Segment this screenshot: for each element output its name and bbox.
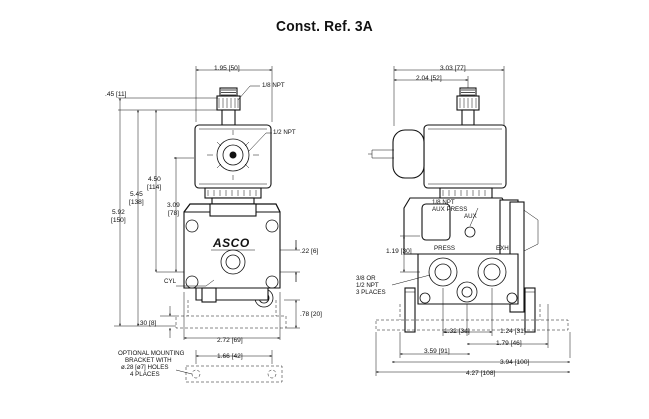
label-npt12: 1/2 NPT	[273, 129, 296, 136]
bracket-note-1: OPTIONAL MOUNTING	[118, 350, 185, 357]
side-view: 3.03 [77] 2.04 [52] 1/8 NPT AUX PRESS AU…	[356, 65, 571, 377]
dim-359: 3.59 [91]	[424, 348, 450, 355]
dim-045: .45 [11]	[105, 91, 127, 98]
bonnet	[204, 187, 262, 205]
dim-124: 1.24 [31]	[500, 328, 526, 335]
bracket-note-4: 4 PLACES	[130, 371, 160, 378]
side-coil	[368, 124, 507, 189]
dim-272: 2.72 [69]	[217, 337, 243, 344]
dim-179: 1.79 [46]	[496, 340, 522, 347]
label-exh: EXH	[496, 245, 509, 252]
dim-450-mm: [114]	[147, 184, 161, 191]
valve-body: ASCO	[183, 203, 281, 308]
side-valve-body	[403, 197, 539, 333]
bracket-note-2: BRACKET WITH	[125, 357, 172, 364]
dim-309: 3.09	[167, 202, 180, 209]
dim-450: 4.50	[148, 176, 161, 183]
dim-030: .30 [8]	[138, 320, 156, 327]
label-aux-2: AUX PRESS	[432, 206, 467, 213]
side-dimensions: 3.03 [77] 2.04 [52] 1/8 NPT AUX PRESS AU…	[356, 65, 571, 377]
dim-078: .78 [20]	[300, 311, 322, 318]
dim-427: 4.27 [108]	[466, 370, 495, 377]
front-dimensions: 1.95 [50] 1/8 NPT 1/2 NPT .45 [11] 4.50	[105, 65, 322, 383]
drawing-title: Const. Ref. 3A	[276, 18, 373, 35]
label-ports-3: 3 PLACES	[356, 289, 386, 296]
dim-303: 3.03 [77]	[440, 65, 466, 72]
label-aux-1: 1/8 NPT	[432, 199, 455, 206]
side-bracket	[375, 304, 569, 331]
dim-545-mm: [138]	[129, 199, 144, 206]
label-ports-2: 1/2 NPT	[356, 282, 379, 289]
dim-394: 3.94 [100]	[500, 359, 529, 366]
label-aux: AUX	[464, 213, 477, 220]
dim-166: 1.66 [42]	[217, 353, 243, 360]
dim-309-mm: [78]	[168, 210, 179, 217]
label-press: PRESS	[434, 245, 455, 252]
dim-592: 5.92	[112, 209, 125, 216]
coil-housing	[194, 124, 272, 189]
side-bonnet	[439, 187, 493, 199]
bracket-note-3: ø.28 [ø7] HOLES	[121, 364, 168, 371]
dim-119: 1.19 [30]	[386, 248, 412, 255]
aux-fitting	[216, 87, 241, 126]
dim-592-mm: [150]	[111, 217, 126, 224]
label-cyl: CYL	[164, 278, 177, 285]
mounting-bracket	[175, 300, 287, 329]
dim-022: .22 [6]	[300, 248, 318, 255]
dim-545: 5.45	[130, 191, 143, 198]
side-aux-fitting	[456, 87, 480, 126]
label-ports-1: 3/8 OR	[356, 275, 376, 282]
dim-132: 1.32 [34]	[444, 328, 470, 335]
dim-top-width: 1.95 [50]	[214, 65, 240, 72]
label-npt18: 1/8 NPT	[262, 82, 285, 89]
front-view: ASCO 1.95 [50]	[105, 65, 322, 383]
dim-204: 2.04 [52]	[416, 75, 442, 82]
brand-logo: ASCO	[212, 236, 250, 250]
